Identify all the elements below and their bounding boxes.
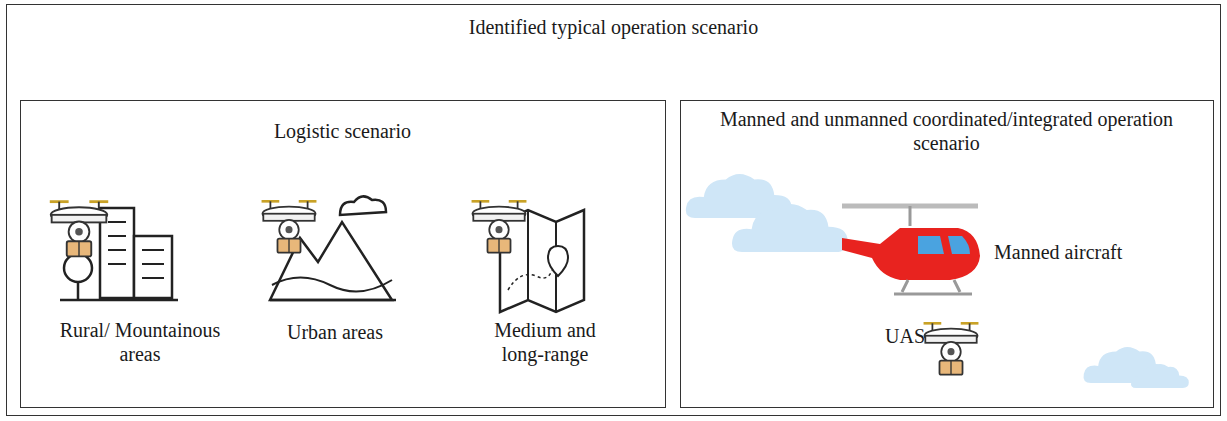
integrated-scene	[686, 174, 1189, 388]
aircraft-label: Manned aircraft	[994, 240, 1122, 264]
box-heading: Manned and unmanned coordinated/integrat…	[681, 107, 1213, 155]
box-heading: Logistic scenario	[21, 119, 665, 143]
icon-caption: Medium and long-range	[480, 318, 610, 366]
box-heading: Identified typical operation scenario	[7, 15, 1220, 39]
icon-caption: Urban areas	[260, 320, 410, 344]
landscape-icon	[262, 196, 396, 300]
icon-caption: Rural/ Mountainous areas	[50, 318, 230, 366]
scenario-box: Manned and unmanned coordinated/integrat…	[680, 100, 1214, 408]
aircraft-label: UAS	[885, 324, 925, 348]
outer-frame: Identified typical operation scenarioLog…	[6, 4, 1221, 416]
city-icon	[50, 202, 178, 300]
map-icon	[472, 201, 584, 312]
